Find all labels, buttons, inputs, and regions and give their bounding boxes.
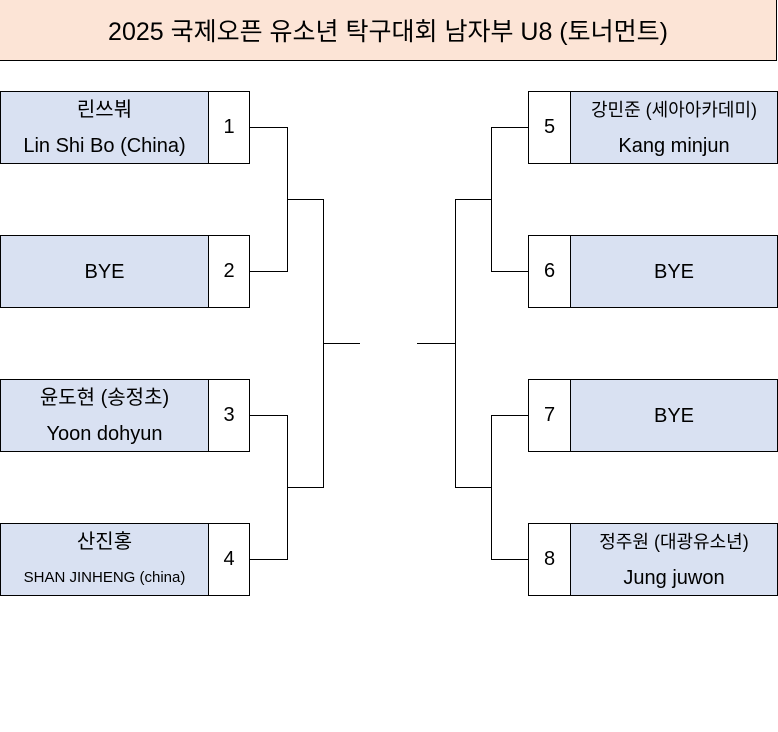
player-slot-3[interactable]: 윤도현 (송정초) Yoon dohyun xyxy=(0,379,209,452)
bracket-line xyxy=(249,127,287,128)
player-slot-8[interactable]: 정주원 (대광유소년) Jung juwon xyxy=(570,523,778,596)
player-name-en: Lin Shi Bo (China) xyxy=(23,134,186,157)
seed-number: 5 xyxy=(528,91,571,164)
player-name-en: Kang minjun xyxy=(618,134,730,157)
bracket-line xyxy=(455,487,491,488)
player-name-ko: 정주원 (대광유소년) xyxy=(599,531,749,552)
seed-number: 6 xyxy=(528,235,571,308)
bracket-line xyxy=(287,199,323,200)
player-slot-7[interactable]: BYE xyxy=(570,379,778,452)
bracket-line xyxy=(491,271,528,272)
final-line-right xyxy=(417,343,455,344)
bracket-line xyxy=(249,271,287,272)
player-slot-4[interactable]: 산진홍 SHAN JINHENG (china) xyxy=(0,523,209,596)
player-slot-6[interactable]: BYE xyxy=(570,235,778,308)
player-name-ko: 강민준 (세아아카데미) xyxy=(590,99,758,120)
player-slot-1[interactable]: 린쓰붜 Lin Shi Bo (China) xyxy=(0,91,209,164)
seed-number: 7 xyxy=(528,379,571,452)
player-slot-5[interactable]: 강민준 (세아아카데미) Kang minjun xyxy=(570,91,778,164)
player-name-en: SHAN JINHENG (china) xyxy=(23,568,186,586)
bracket-line xyxy=(491,559,528,560)
player-name-ko: 린쓰붜 xyxy=(76,98,133,121)
page-title: 2025 국제오픈 유소년 탁구대회 남자부 U8 (토너먼트) xyxy=(0,0,777,61)
bracket-line xyxy=(491,415,528,416)
bracket-line xyxy=(287,487,323,488)
bracket-line xyxy=(491,127,528,128)
seed-number: 2 xyxy=(208,235,250,308)
player-name-en: Jung juwon xyxy=(623,566,725,589)
final-line-left xyxy=(323,343,360,344)
player-name-en: Yoon dohyun xyxy=(46,422,163,445)
seed-number: 3 xyxy=(208,379,250,452)
bye-label: BYE xyxy=(653,260,695,283)
bye-label: BYE xyxy=(84,260,125,283)
seed-number: 8 xyxy=(528,523,571,596)
bracket-line xyxy=(249,559,287,560)
bracket-line xyxy=(491,415,492,560)
bracket-line xyxy=(455,199,456,488)
bracket-line xyxy=(455,199,491,200)
player-slot-2[interactable]: BYE xyxy=(0,235,209,308)
seed-number: 1 xyxy=(208,91,250,164)
seed-number: 4 xyxy=(208,523,250,596)
bye-label: BYE xyxy=(653,404,695,427)
bracket-line xyxy=(491,127,492,272)
player-name-ko: 윤도현 (송정초) xyxy=(39,386,170,409)
bracket-line xyxy=(249,415,287,416)
player-name-ko: 산진홍 xyxy=(76,530,133,553)
